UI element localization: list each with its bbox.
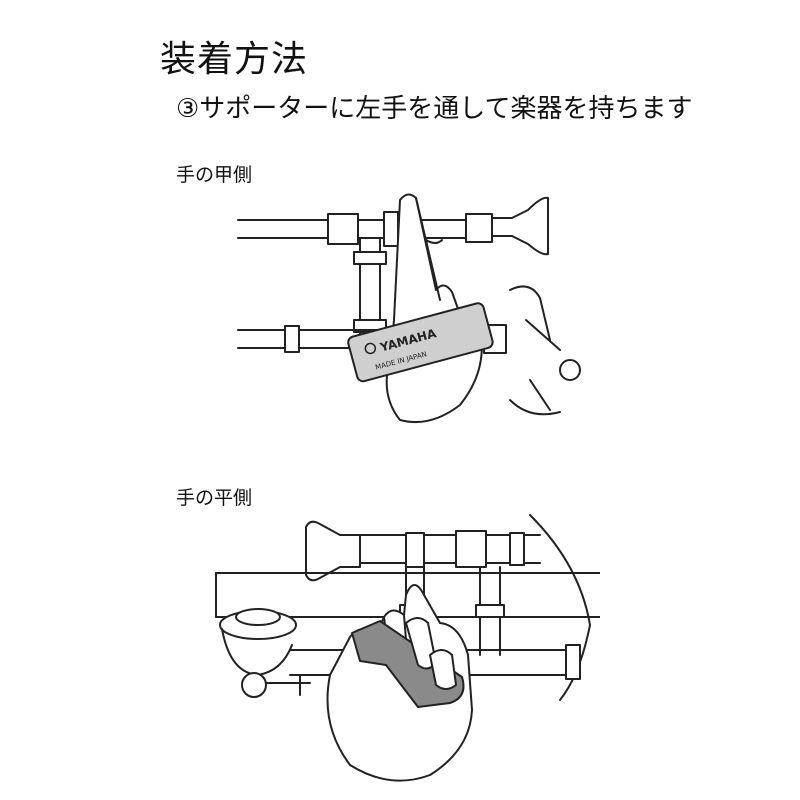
section-label-palm-side: 手の平側	[176, 487, 253, 509]
section-label-back-of-hand: 手の甲側	[176, 164, 253, 186]
instruction-step: ③サポーターに左手を通して楽器を持ちます	[176, 94, 693, 124]
illustration-back-of-hand: YAMAHA MADE IN JAPAN	[237, 193, 581, 424]
supporter-band-back: YAMAHA MADE IN JAPAN	[347, 302, 494, 383]
page-title: 装着方法	[160, 39, 309, 80]
illustration-palm-side	[215, 514, 600, 782]
